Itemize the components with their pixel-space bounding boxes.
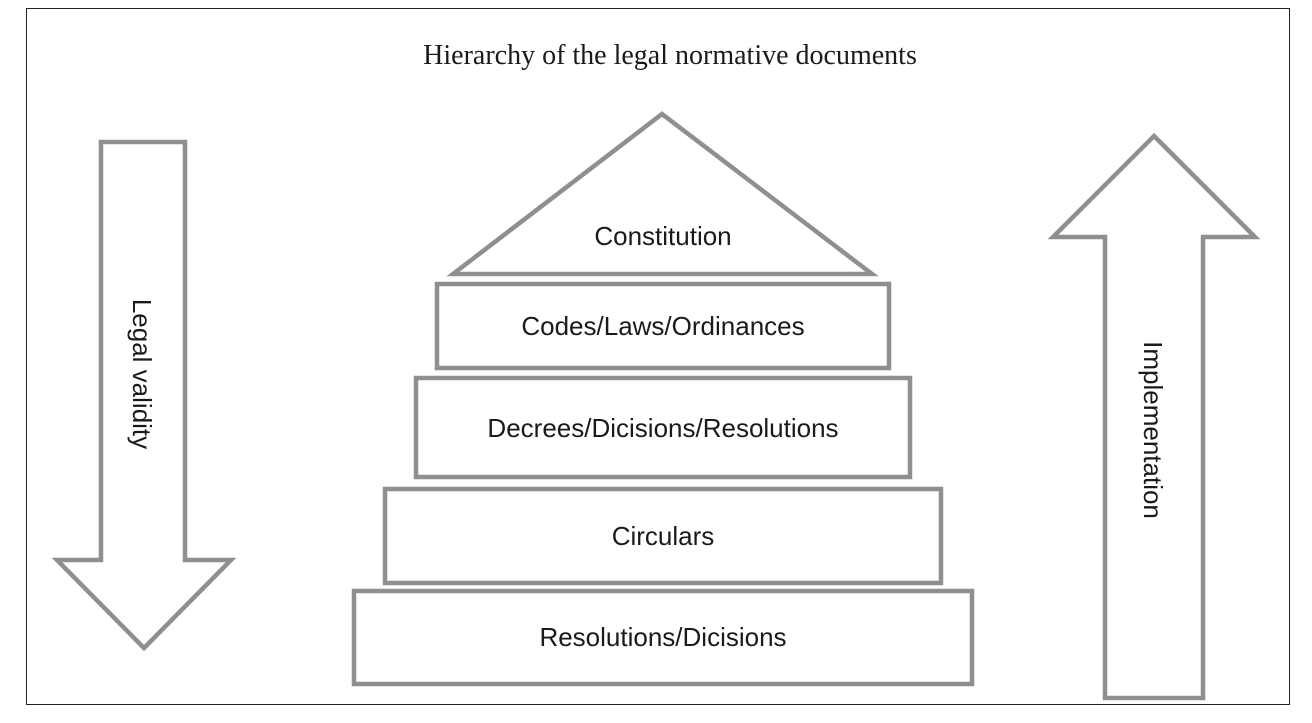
pyramid-top: Constitution (446, 111, 879, 277)
level-label: Decrees/Dicisions/Resolutions (487, 413, 838, 443)
pyramid-level-1: Codes/Laws/Ordinances (434, 281, 892, 371)
level-label: Resolutions/Dicisions (539, 622, 786, 652)
legal-validity-arrow: Legal validity (51, 139, 237, 652)
pyramid-level-4: Resolutions/Dicisions (351, 588, 975, 687)
down-arrow-icon (51, 139, 237, 652)
legal-validity-label: Legal validity (127, 299, 157, 449)
diagram-frame (26, 8, 1290, 705)
implementation-label: Implementation (1138, 341, 1168, 519)
diagram-title: Hierarchy of the legal normative documen… (423, 40, 917, 71)
pyramid-level-3: Circulars (382, 486, 944, 586)
up-arrow-icon (1047, 132, 1261, 701)
constitution-triangle (446, 111, 879, 277)
constitution-label: Constitution (594, 221, 731, 251)
level-label: Circulars (612, 521, 715, 551)
implementation-arrow: Implementation (1047, 132, 1261, 701)
level-label: Codes/Laws/Ordinances (521, 311, 804, 341)
pyramid-level-2: Decrees/Dicisions/Resolutions (413, 375, 913, 480)
